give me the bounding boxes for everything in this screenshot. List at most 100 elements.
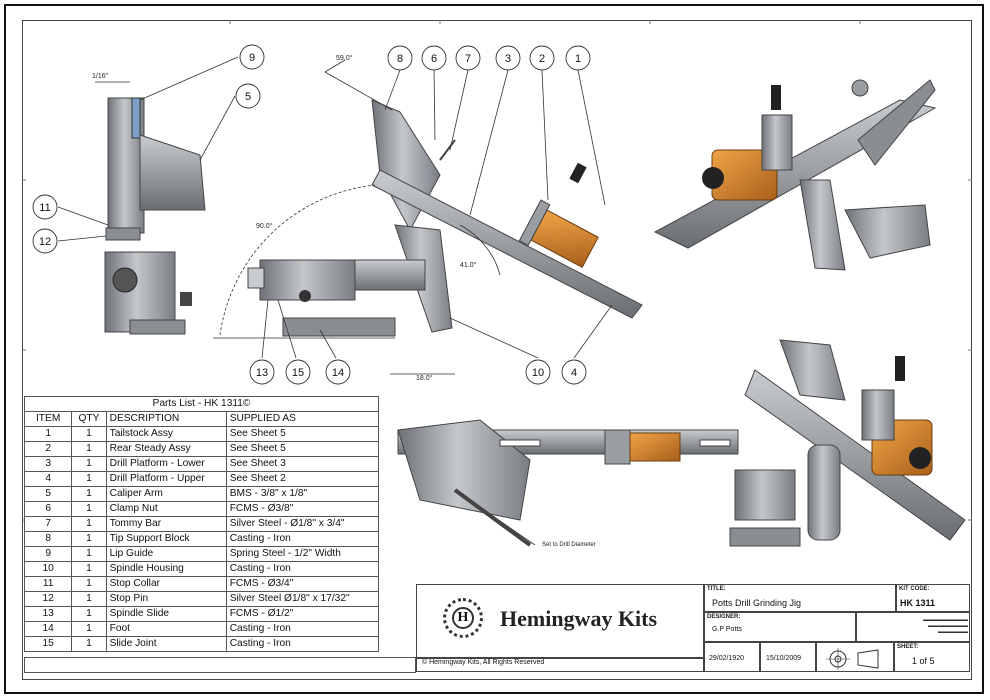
supplied-as-cell: See Sheet 2 bbox=[225, 471, 380, 487]
projection-symbol-icon bbox=[826, 648, 879, 670]
supplied-as-cell: BMS - 3/8" x 1/8" bbox=[225, 486, 380, 502]
dimension-labels: 1/16" 59.0° 90.0° 41.0° 18.0° Set to Dri… bbox=[92, 54, 596, 548]
description-cell: Rear Steady Assy bbox=[105, 441, 227, 457]
projection-cell bbox=[816, 642, 894, 672]
iso-bottom-platform bbox=[779, 339, 846, 401]
iso-top-housing bbox=[844, 204, 931, 259]
col-description: DESCRIPTION bbox=[105, 411, 227, 427]
callout-label-5: 5 bbox=[245, 91, 251, 103]
supplied-as-cell: See Sheet 5 bbox=[225, 426, 380, 442]
description-cell: Foot bbox=[105, 621, 227, 637]
supplied-as-cell: Casting - Iron bbox=[225, 621, 380, 637]
callout-label-3: 3 bbox=[505, 53, 511, 65]
callout-11 bbox=[32, 194, 58, 220]
supplied-as-cell: Casting - Iron bbox=[225, 531, 380, 547]
callout-9 bbox=[239, 44, 265, 70]
side-view-lip-guide bbox=[131, 97, 141, 139]
callout-label-12: 12 bbox=[39, 236, 51, 248]
notes-box bbox=[24, 657, 416, 673]
callout-14 bbox=[325, 359, 351, 385]
date2-value: 15/10/2009 bbox=[766, 655, 802, 662]
callout-label-2: 2 bbox=[539, 53, 545, 65]
designer-cell bbox=[704, 612, 856, 642]
iso-top-upright bbox=[761, 114, 793, 171]
qty-cell: 1 bbox=[71, 471, 107, 487]
item-cell: 13 bbox=[23, 606, 73, 622]
qty-cell: 1 bbox=[71, 576, 107, 592]
qty-cell: 1 bbox=[71, 456, 107, 472]
qty-cell: 1 bbox=[71, 636, 107, 652]
kitcode-label: KIT CODE: bbox=[899, 586, 930, 592]
item-cell: 10 bbox=[23, 561, 73, 577]
plan-view-block bbox=[604, 429, 631, 465]
title-cell bbox=[704, 584, 896, 612]
qty-cell: 1 bbox=[71, 546, 107, 562]
iso-bottom-screw bbox=[895, 356, 905, 381]
description-cell: Lip Guide bbox=[105, 546, 227, 562]
callout-13 bbox=[249, 359, 275, 385]
qty-cell: 1 bbox=[71, 486, 107, 502]
iso-top-spindle bbox=[799, 179, 846, 271]
description-cell: Tailstock Assy bbox=[105, 426, 227, 442]
item-cell: 7 bbox=[23, 516, 73, 532]
supplied-as-cell: FCMS - Ø1/2" bbox=[225, 606, 380, 622]
supplied-as-cell: FCMS - Ø3/4" bbox=[225, 576, 380, 592]
iso-bottom-housing bbox=[734, 469, 796, 521]
description-cell: Spindle Slide bbox=[105, 606, 227, 622]
address-cell bbox=[856, 612, 970, 642]
front-view bbox=[247, 99, 643, 337]
callout-label-6: 6 bbox=[431, 53, 437, 65]
front-view-spindle-end bbox=[247, 267, 265, 289]
plan-view-slot-2 bbox=[699, 439, 731, 447]
address-text: ▬▬▬▬▬▬▬▬▬▬▬▬▬▬▬▬▬▬▬▬▬▬▬ bbox=[923, 617, 968, 635]
callout-label-11: 11 bbox=[39, 202, 50, 214]
side-view-bore bbox=[112, 267, 138, 293]
callout-15 bbox=[285, 359, 311, 385]
date2-cell bbox=[760, 642, 816, 672]
callout-label-15: 15 bbox=[292, 367, 304, 379]
supplied-as-cell: Silver Steel - Ø1/8" x 3/4" bbox=[225, 516, 380, 532]
item-cell: 3 bbox=[23, 456, 73, 472]
copyright-row bbox=[416, 658, 704, 672]
qty-cell: 1 bbox=[71, 441, 107, 457]
supplied-as-cell: Casting - Iron bbox=[225, 561, 380, 577]
description-cell: Clamp Nut bbox=[105, 501, 227, 517]
supplied-as-cell: See Sheet 3 bbox=[225, 456, 380, 472]
iso-top-post bbox=[851, 79, 869, 97]
callout-label-13: 13 bbox=[256, 367, 268, 379]
side-view-platform bbox=[139, 134, 206, 211]
plan-view bbox=[397, 419, 739, 547]
iso-top-screw bbox=[771, 85, 781, 110]
front-view-platform bbox=[371, 169, 643, 319]
item-cell: 14 bbox=[23, 621, 73, 637]
side-view-foot bbox=[129, 319, 186, 335]
item-cell: 6 bbox=[23, 501, 73, 517]
supplied-as-cell: Casting - Iron bbox=[225, 636, 380, 652]
callout-label-1: 1 bbox=[575, 53, 581, 65]
parts-list-table: Parts List - HK 1311© ITEM QTY DESCRIPTI… bbox=[23, 396, 380, 652]
description-cell: Tommy Bar bbox=[105, 516, 227, 532]
iso-bottom-spindle bbox=[807, 444, 841, 541]
side-view bbox=[104, 97, 206, 335]
callout-label-4: 4 bbox=[571, 367, 577, 379]
callout-label-10: 10 bbox=[532, 367, 544, 379]
qty-cell: 1 bbox=[71, 531, 107, 547]
description-cell: Stop Collar bbox=[105, 576, 227, 592]
callout-label-7: 7 bbox=[465, 53, 471, 65]
col-supplied-as: SUPPLIED AS bbox=[225, 411, 380, 427]
callout-label-14: 14 bbox=[332, 367, 344, 379]
description-cell: Drill Platform - Upper bbox=[105, 471, 227, 487]
designer-label: DESIGNER: bbox=[707, 614, 741, 620]
callout-label-8: 8 bbox=[397, 53, 403, 65]
description-cell: Spindle Housing bbox=[105, 561, 227, 577]
